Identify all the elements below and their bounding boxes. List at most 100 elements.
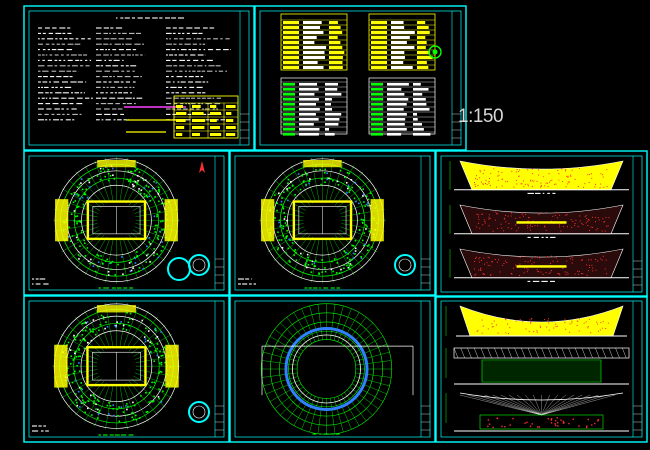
plan-seat-mark — [106, 258, 109, 261]
plan-seat-mark — [142, 268, 145, 270]
schedule-cell — [283, 21, 299, 24]
plan-seat-mark — [354, 253, 356, 255]
plan-seat-mark — [110, 268, 112, 271]
plan-seat-mark — [92, 319, 95, 321]
schedule-cell — [371, 31, 387, 34]
elevation-texture-dot — [528, 217, 530, 219]
elevation-silhouette — [459, 160, 624, 191]
elevation-texture-dot — [594, 186, 596, 188]
plan-seat-mark — [362, 222, 364, 224]
plan-seat-mark — [133, 256, 136, 259]
section-stands — [479, 414, 604, 430]
plan-seat-mark — [369, 204, 372, 207]
plan-seat-mark — [130, 260, 132, 263]
elevation-texture-dot — [557, 212, 559, 214]
plan-seat-mark — [113, 324, 116, 327]
plan-seat-mark — [163, 202, 165, 205]
plan-seat-mark — [323, 171, 326, 174]
plan-seat-mark — [158, 362, 161, 365]
section-texture-dot — [519, 318, 521, 320]
plan-seat-mark — [109, 174, 112, 177]
elevation-texture-dot — [598, 219, 600, 221]
elevation-texture-dot — [480, 259, 482, 261]
plan-seat-mark — [148, 237, 151, 239]
roof-radial-line — [293, 394, 312, 426]
elevation-texture-dot — [487, 264, 489, 266]
elevation-texture-dot — [589, 173, 591, 175]
sheet-inner-border — [28, 10, 250, 146]
schedule-lower-cell — [283, 133, 295, 136]
schedule-cell — [283, 56, 299, 59]
elevation-texture-dot — [545, 229, 547, 231]
plan-seat-mark — [326, 178, 328, 181]
plan-seat-mark — [145, 411, 148, 413]
plan-seat-mark — [118, 420, 121, 423]
roof-radial-line — [286, 317, 309, 346]
section-truss-member — [467, 347, 472, 359]
plan-seat-mark — [84, 255, 87, 257]
section-texture-dot — [585, 321, 587, 323]
plan-seat-mark — [287, 178, 290, 181]
roof-blue-band — [284, 327, 369, 411]
plan-seat-mark — [150, 342, 153, 345]
plan-seat-mark — [83, 242, 86, 245]
section-texture-dot — [569, 323, 571, 325]
elevation-silhouette — [459, 248, 624, 279]
elevation-texture-dot — [574, 224, 576, 226]
plan-seat-mark — [120, 406, 123, 408]
plan-seat-mark — [280, 200, 283, 203]
section-seat-dot — [556, 417, 558, 419]
plan-seat-mark — [111, 167, 114, 170]
plan-seat-mark — [107, 172, 110, 175]
elevation-texture-dot — [554, 183, 556, 185]
plan-seat-mark — [97, 261, 100, 263]
plan-seat-mark — [88, 179, 90, 182]
elevation-texture-dot — [478, 269, 480, 271]
plan-seat-mark — [363, 201, 365, 203]
schedule-cell — [283, 26, 299, 29]
plan-seat-mark — [76, 364, 78, 367]
plan-seat-mark — [73, 357, 76, 360]
elevation-texture-dot — [497, 179, 499, 181]
section-cable — [525, 394, 542, 416]
plan-seat-mark — [108, 402, 110, 404]
plan-seat-mark — [89, 328, 91, 331]
roof-radial-line — [337, 308, 352, 342]
plan-seat-mark — [347, 187, 349, 190]
elevation-texture-dot — [478, 258, 480, 260]
plan-seat-mark — [153, 395, 155, 398]
schedule-lower-cell — [325, 118, 340, 121]
elevation-texture-dot — [577, 186, 579, 188]
elevation-texture-dot — [574, 223, 576, 225]
section-seat-dot — [557, 425, 559, 427]
plan-seat-mark — [79, 255, 82, 258]
elevation-texture-dot — [490, 261, 492, 263]
plan-seat-mark — [82, 203, 85, 206]
elevation-texture-dot — [575, 219, 577, 221]
elevation-texture-dot — [523, 272, 525, 274]
elevation-texture-dot — [488, 181, 490, 183]
plan-seat-mark — [109, 262, 111, 265]
schedule-lower-cell — [283, 88, 295, 91]
section-seat-dot — [529, 425, 532, 427]
schedule-cell — [371, 51, 387, 54]
schedule-lower-cell — [299, 133, 319, 136]
notes-table-cell — [226, 112, 232, 115]
plan-seat-mark — [76, 186, 79, 188]
elevation-texture-dot — [476, 213, 478, 215]
plan-seat-mark — [138, 188, 140, 190]
elevation-texture-dot — [521, 212, 523, 214]
roof-radial-line — [344, 317, 367, 346]
plan-seat-mark — [74, 215, 77, 218]
schedule-table-left — [280, 13, 348, 71]
plan-seat-mark — [153, 248, 155, 250]
section-truss-member — [622, 347, 627, 359]
plan-seat-mark — [92, 402, 95, 405]
schedule-cell — [371, 56, 387, 59]
elevation-texture-dot — [474, 178, 476, 180]
elevation-texture-dot — [496, 213, 498, 215]
plan-seat-mark — [343, 264, 345, 266]
elevation-texture-dot — [606, 185, 608, 187]
plan-seat-mark — [274, 217, 276, 219]
